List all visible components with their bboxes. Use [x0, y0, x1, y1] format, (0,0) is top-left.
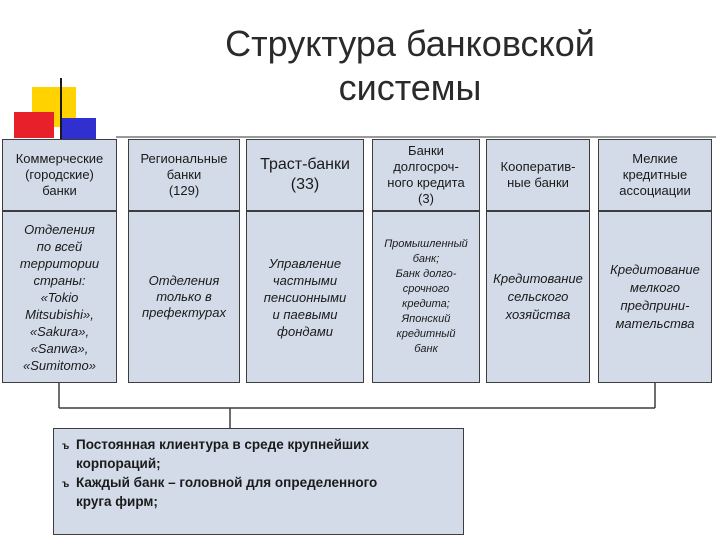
- summary-box: ъ Постоянная клиентура в среде крупнейши…: [53, 428, 464, 535]
- box-trust-management: Управление частными пенсионными и паевым…: [246, 211, 364, 383]
- box-commercial-branches: Отделения по всей территории страны: «To…: [2, 211, 117, 383]
- box-cooperative-banks: Кооператив- ные банки: [486, 139, 590, 211]
- summary-text: Каждый банк – головной для определенного…: [76, 475, 378, 509]
- decoration-vertical-line: [60, 78, 62, 140]
- title-divider: [116, 136, 716, 138]
- summary-item: ъ Постоянная клиентура в среде крупнейши…: [62, 435, 455, 473]
- box-agricultural-lending: Кредитование сельского хозяйства: [486, 211, 590, 383]
- box-commercial-banks: Коммерческие (городские) банки: [2, 139, 117, 211]
- box-regional-branches: Отделения только в префектурах: [128, 211, 240, 383]
- bullet-icon: ъ: [62, 441, 70, 452]
- summary-text: Постоянная клиентура в среде крупнейших …: [76, 437, 369, 471]
- summary-item: ъ Каждый банк – головной для определенно…: [62, 473, 455, 511]
- box-small-business-lending: Кредитование мелкого предприни- мательст…: [598, 211, 712, 383]
- box-regional-banks: Региональные банки (129): [128, 139, 240, 211]
- box-long-term-banks-list: Промышленный банк; Банк долго- срочного …: [372, 211, 480, 383]
- bullet-icon: ъ: [62, 479, 70, 490]
- decoration-red-square: [14, 112, 54, 138]
- box-small-credit-associations: Мелкие кредитные ассоциации: [598, 139, 712, 211]
- page-title: Структура банковской системы: [225, 23, 595, 108]
- box-long-term-credit-banks: Банки долгосроч- ного кредита (3): [372, 139, 480, 211]
- box-trust-banks: Траст-банки (33): [246, 139, 364, 211]
